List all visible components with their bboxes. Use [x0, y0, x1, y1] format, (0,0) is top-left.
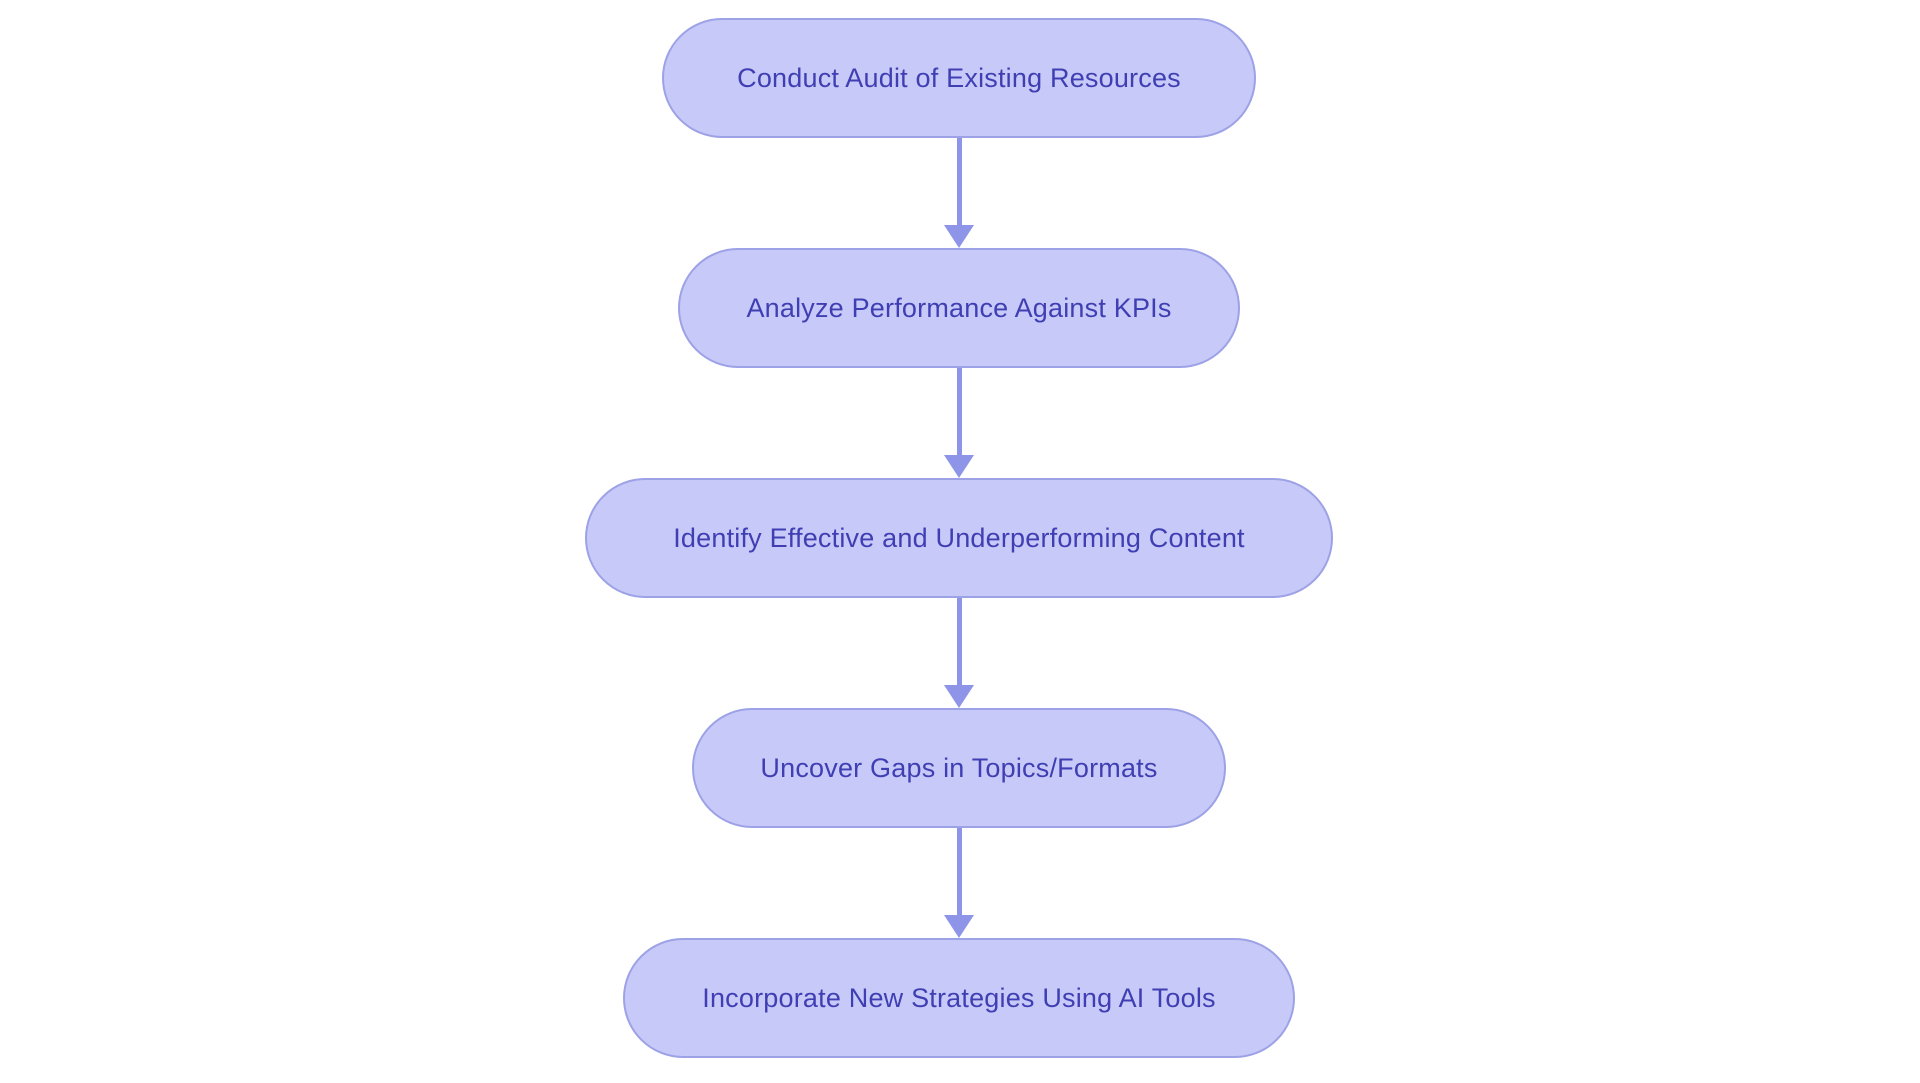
flow-node-label: Analyze Performance Against KPIs [746, 292, 1172, 323]
arrow-down-icon [944, 225, 974, 248]
arrow-stem [956, 368, 962, 455]
flow-node-label: Incorporate New Strategies Using AI Tool… [702, 982, 1216, 1013]
arrow-down-icon [944, 915, 974, 938]
arrow-stem [956, 138, 962, 225]
arrow-down-icon [944, 685, 974, 708]
flow-connector-2 [944, 368, 974, 478]
flow-node-label: Identify Effective and Underperforming C… [673, 522, 1245, 553]
flow-node-conduct-audit: Conduct Audit of Existing Resources [662, 18, 1256, 138]
flow-connector-3 [944, 598, 974, 708]
arrow-stem [956, 598, 962, 685]
flow-node-identify-content: Identify Effective and Underperforming C… [585, 478, 1333, 598]
arrow-down-icon [944, 455, 974, 478]
flow-node-uncover-gaps: Uncover Gaps in Topics/Formats [692, 708, 1226, 828]
flow-node-analyze-performance: Analyze Performance Against KPIs [678, 248, 1240, 368]
flow-node-label: Uncover Gaps in Topics/Formats [760, 752, 1158, 783]
flow-connector-1 [944, 138, 974, 248]
flow-node-incorporate-strategies: Incorporate New Strategies Using AI Tool… [623, 938, 1295, 1058]
arrow-stem [956, 828, 962, 915]
flow-node-label: Conduct Audit of Existing Resources [737, 62, 1181, 93]
flow-connector-4 [944, 828, 974, 938]
